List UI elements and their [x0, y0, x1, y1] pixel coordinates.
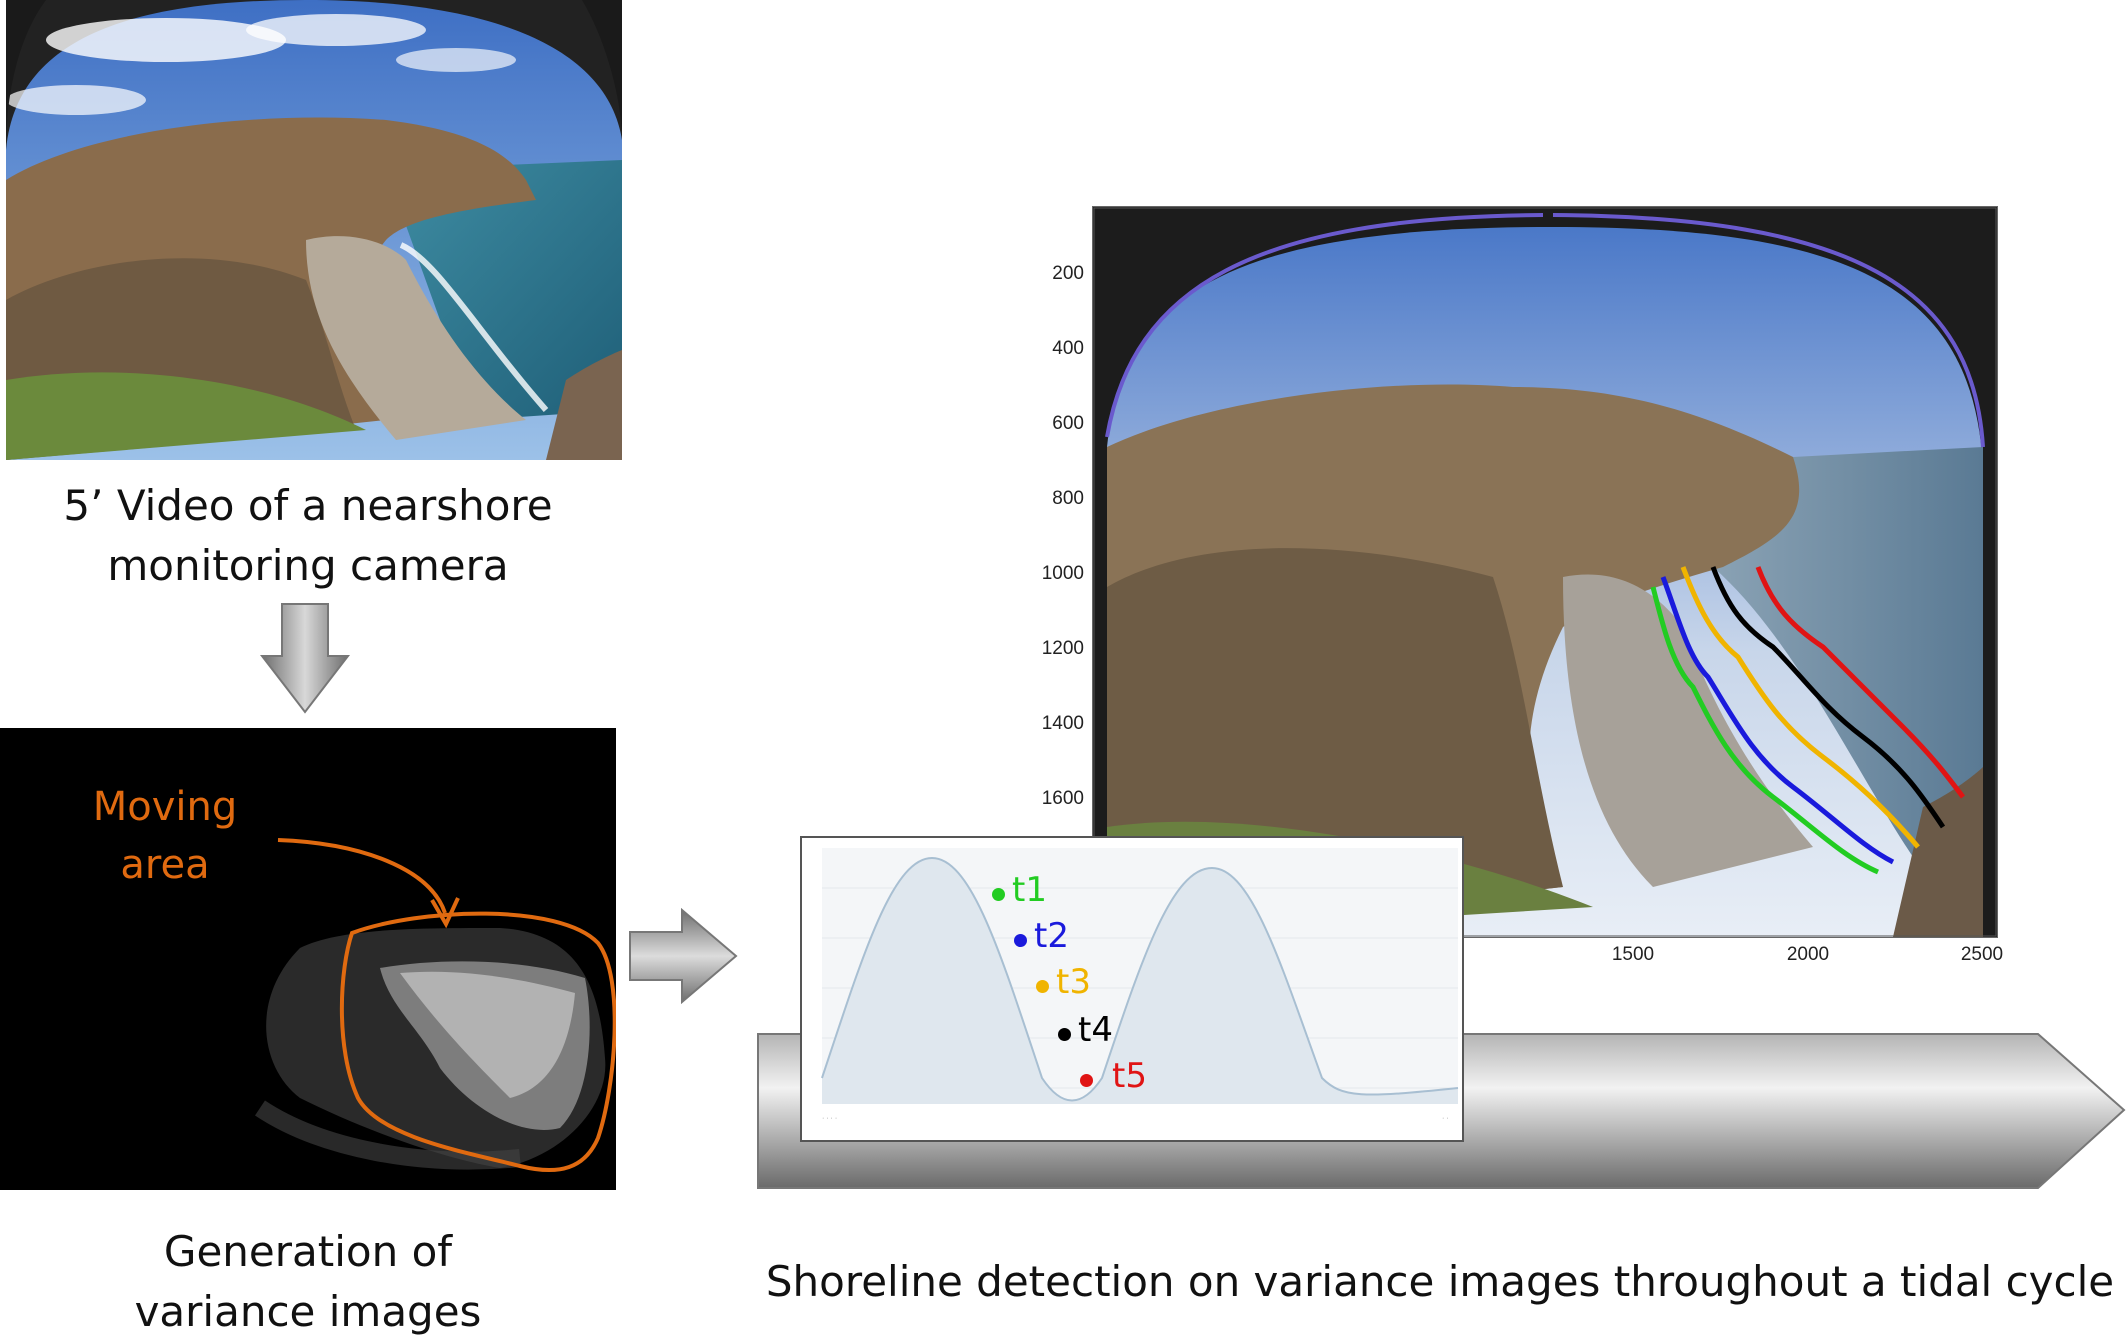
y-tick-label: 600 — [1052, 413, 1084, 434]
tide-chart: · · · · · · t1 t2 t3 t4 t5 — [800, 836, 1464, 1142]
moving-area-label-line2: area — [120, 842, 210, 888]
right-arrow-icon — [628, 908, 738, 1004]
x-tick-label: 1500 — [1611, 944, 1655, 965]
moving-area-label: Moving area — [70, 778, 260, 894]
step2-caption: Generation of variance images — [0, 1222, 616, 1342]
y-tick-label: 1000 — [1041, 563, 1084, 584]
step1-caption: 5’ Video of a nearshore monitoring camer… — [0, 476, 616, 596]
tide-marker-dot — [1080, 1074, 1093, 1087]
tide-marker-dot — [1036, 980, 1049, 993]
variance-image: Moving area — [0, 728, 616, 1190]
camera-photo — [6, 0, 622, 460]
tide-marker-label: t2 — [1034, 916, 1069, 956]
tide-marker-label: t5 — [1112, 1056, 1147, 1096]
step1-caption-line2: monitoring camera — [107, 541, 509, 590]
svg-text:· · · ·: · · · · — [822, 1115, 837, 1122]
step3-caption: Shoreline detection on variance images t… — [765, 1257, 2115, 1306]
plot-image — [1092, 206, 1998, 938]
tide-marker-label: t3 — [1056, 962, 1091, 1002]
y-tick-label: 1400 — [1041, 713, 1084, 734]
y-tick-label: 800 — [1052, 488, 1084, 509]
tide-marker-dot — [992, 888, 1005, 901]
tide-marker-label: t4 — [1078, 1010, 1113, 1050]
moving-area-label-line1: Moving — [92, 784, 238, 830]
step2-caption-line2: variance images — [134, 1287, 482, 1336]
y-tick-label: 400 — [1052, 338, 1084, 359]
down-arrow-icon — [260, 602, 350, 714]
tide-marker-label: t1 — [1012, 870, 1047, 910]
svg-text:· ·: · · — [1442, 1115, 1449, 1122]
x-tick-label: 2000 — [1786, 944, 1830, 965]
y-tick-label: 1600 — [1041, 788, 1084, 809]
shoreline-plot: 200 400 600 800 1000 1200 1400 1600 1500… — [1030, 204, 2030, 965]
tide-marker-dot — [1014, 934, 1027, 947]
step1-caption-line1: 5’ Video of a nearshore — [63, 481, 553, 530]
moving-area-outline — [339, 911, 616, 1173]
tide-marker-dot — [1058, 1028, 1071, 1041]
y-tick-label: 1200 — [1041, 638, 1084, 659]
step2-caption-line1: Generation of — [163, 1227, 453, 1276]
moving-area-annotation — [277, 838, 616, 1173]
y-tick-label: 200 — [1052, 263, 1084, 284]
x-tick-label: 2500 — [1960, 944, 2004, 965]
